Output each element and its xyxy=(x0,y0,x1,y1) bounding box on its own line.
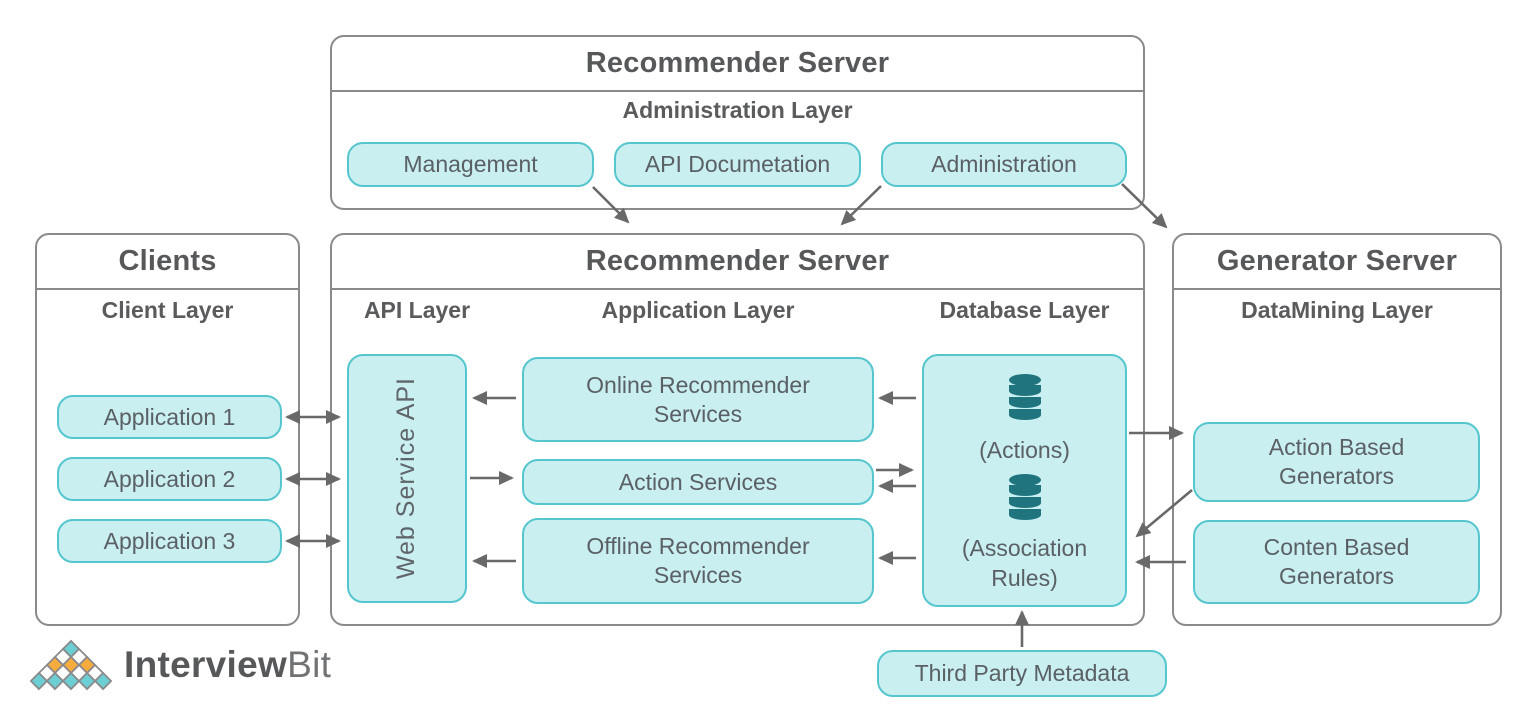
logo-text-bit: Bit xyxy=(287,644,332,685)
datamining-layer-label: DataMining Layer xyxy=(1241,297,1433,323)
online-recommender-services-label: Online Recommender Services xyxy=(586,371,810,427)
action-based-generators-box: Action Based Generators xyxy=(1193,422,1480,502)
application-3-pill: Application 3 xyxy=(57,519,282,563)
logo-text-interview: Interview xyxy=(124,644,288,685)
action-services-box: Action Services xyxy=(522,459,874,505)
api-layer-label: API Layer xyxy=(363,297,471,323)
database-icon xyxy=(1008,374,1041,420)
client-layer-label: Client Layer xyxy=(101,297,234,323)
conten-based-generators-box: Conten Based Generators xyxy=(1193,520,1480,604)
database-layer-label: Database Layer xyxy=(939,297,1110,323)
offline-recommender-services-label: Offline Recommender Services xyxy=(586,533,810,588)
application-1-pill: Application 1 xyxy=(57,395,282,439)
api-documetation-pill: API Documetation xyxy=(614,142,861,187)
online-recommender-services-box: Online Recommender Services xyxy=(522,357,874,442)
admin-server-title: Recommender Server xyxy=(332,37,1143,92)
generator-server-box: Generator Server DataMining Layer Action… xyxy=(1172,233,1502,626)
management-pill: Management xyxy=(347,142,594,187)
generator-server-title: Generator Server xyxy=(1174,235,1500,290)
administration-layer-label: Administration Layer xyxy=(622,97,853,123)
actions-db-label: (Actions) xyxy=(979,437,1070,463)
application-2-pill: Application 2 xyxy=(57,457,282,501)
clients-box: Clients Client Layer Application 1 Appli… xyxy=(35,233,300,626)
interviewbit-wordmark: InterviewBit xyxy=(124,644,331,686)
interviewbit-logo: InterviewBit xyxy=(30,636,331,694)
web-service-api-label: Web Service API xyxy=(392,377,421,580)
conten-based-generators-label: Conten Based Generators xyxy=(1263,534,1410,589)
clients-title: Clients xyxy=(37,235,298,290)
recommender-server-box: Recommender Server API Layer Application… xyxy=(330,233,1145,626)
action-services-label: Action Services xyxy=(618,468,778,495)
association-rules-db-label: (Association Rules) xyxy=(961,534,1088,591)
database-box: (Actions) (Association Rules) xyxy=(922,354,1127,607)
admin-server-box: Recommender Server Administration Layer … xyxy=(330,35,1145,210)
web-service-api-box: Web Service API xyxy=(347,354,467,603)
interviewbit-pyramid-icon xyxy=(30,639,112,691)
recommender-server-title: Recommender Server xyxy=(332,235,1143,290)
offline-recommender-services-box: Offline Recommender Services xyxy=(522,518,874,604)
application-layer-label: Application Layer xyxy=(601,297,795,323)
database-icon xyxy=(1008,473,1041,520)
administration-pill: Administration xyxy=(881,142,1127,187)
third-party-metadata-label: Third Party Metadata xyxy=(914,660,1130,687)
action-based-generators-label: Action Based Generators xyxy=(1268,434,1405,489)
third-party-metadata-pill: Third Party Metadata xyxy=(877,650,1167,697)
